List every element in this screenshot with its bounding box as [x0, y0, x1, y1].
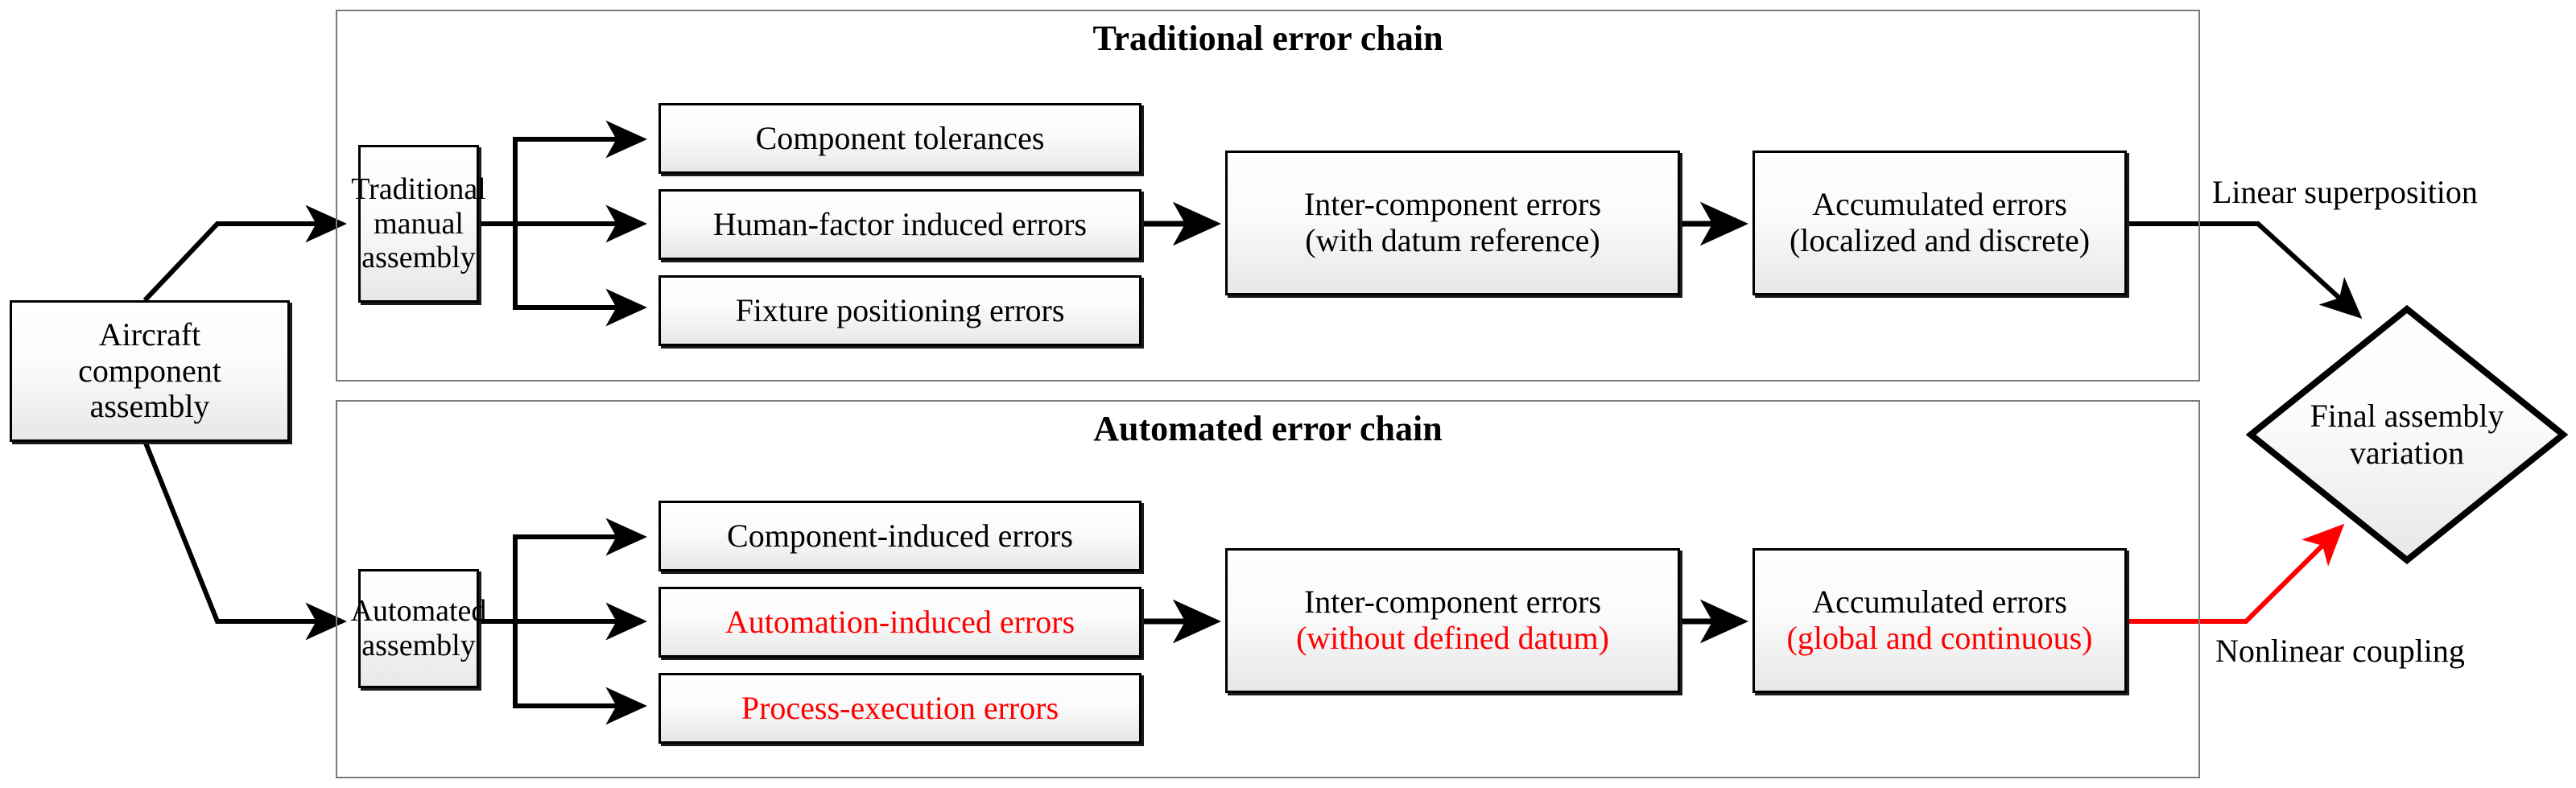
auto-inter-line-1: Inter-component errors: [1303, 584, 1602, 621]
wire-trad-branch-1: [513, 120, 648, 224]
node-trad-inter-component-errors[interactable]: Inter-component errors (with datum refer…: [1225, 151, 1680, 295]
node-trad-error-source-1[interactable]: Component tolerances: [658, 103, 1141, 174]
wire-auto-to-result: [2116, 523, 2345, 624]
trad-stage-line-1: Traditional: [351, 172, 486, 207]
source-label-line-2: component: [78, 352, 221, 389]
node-trad-error-source-2[interactable]: Human-factor induced errors: [658, 189, 1141, 260]
wire-source-to-automated: [142, 439, 348, 641]
trad-error-source-2-label: Human-factor induced errors: [712, 205, 1088, 242]
wire-trad-branch-3: [513, 224, 648, 327]
wire-auto-branch-1: [513, 518, 648, 621]
auto-error-source-3-label: Process-execution errors: [741, 689, 1059, 726]
trad-error-source-3-label: Fixture positioning errors: [735, 291, 1065, 328]
source-label-line-3: assembly: [89, 388, 210, 425]
auto-stage-line-2: assembly: [361, 629, 476, 662]
panel-traditional-title: Traditional error chain: [1092, 19, 1443, 58]
auto-inter-line-2: (without defined datum): [1296, 620, 1609, 656]
auto-accum-line-1: Accumulated errors: [1812, 584, 2067, 621]
node-aircraft-component-assembly[interactable]: Aircraft component assembly: [10, 300, 290, 442]
panel-automated-title: Automated error chain: [1093, 409, 1443, 448]
trad-accum-line-1: Accumulated errors: [1812, 186, 2067, 223]
wire-source-to-traditional: [142, 204, 348, 303]
panel-traditional-error-chain: [336, 10, 2200, 382]
auto-error-source-1-label: Component-induced errors: [727, 517, 1073, 554]
node-auto-accumulated-errors[interactable]: Accumulated errors (global and continuou…: [1752, 548, 2127, 693]
trad-accum-line-2: (localized and discrete): [1789, 222, 2091, 258]
trad-inter-line-2: (with datum reference): [1305, 222, 1600, 258]
auto-stage-line-1: Automated: [350, 594, 487, 629]
node-auto-error-source-1[interactable]: Component-induced errors: [658, 501, 1141, 571]
source-label-line-1: Aircraft: [98, 316, 201, 353]
label-nonlinear-coupling: Nonlinear coupling: [2215, 633, 2465, 669]
trad-stage-line-3: assembly: [361, 241, 476, 275]
trad-stage-line-2: manual: [374, 206, 464, 241]
trad-error-source-1-label: Component tolerances: [755, 119, 1045, 156]
node-traditional-manual-assembly[interactable]: Traditional manual assembly: [351, 145, 486, 303]
node-automated-assembly[interactable]: Automated assembly: [351, 569, 486, 688]
node-auto-error-source-3[interactable]: Process-execution errors: [658, 673, 1141, 744]
auto-error-source-2-label: Automation-induced errors: [724, 603, 1075, 640]
label-linear-superposition: Linear superposition: [2212, 174, 2478, 210]
node-auto-inter-component-errors[interactable]: Inter-component errors (without defined …: [1225, 548, 1680, 693]
auto-accum-line-2: (global and continuous): [1786, 620, 2093, 656]
trad-inter-line-1: Inter-component errors: [1303, 186, 1602, 223]
wire-trad-to-result: [2116, 221, 2363, 320]
panel-automated-error-chain: [336, 400, 2200, 778]
node-final-assembly-variation[interactable]: Final assembly variation: [2246, 304, 2568, 565]
diamond-shape: [2246, 304, 2568, 565]
node-trad-accumulated-errors[interactable]: Accumulated errors (localized and discre…: [1752, 151, 2127, 295]
node-auto-error-source-2[interactable]: Automation-induced errors: [658, 587, 1141, 658]
node-trad-error-source-3[interactable]: Fixture positioning errors: [658, 275, 1141, 346]
wire-auto-branch-3: [513, 621, 648, 725]
